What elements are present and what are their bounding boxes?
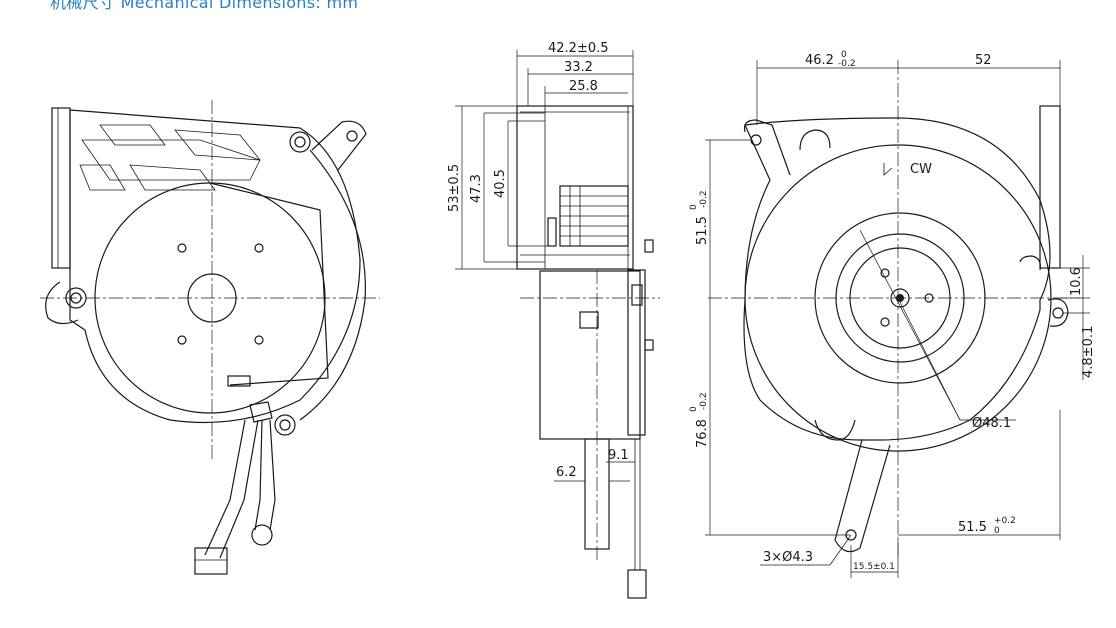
dim-bottom-hole-offset: 15.5±0.1: [853, 562, 895, 572]
dim-cable-offset: 6.2: [556, 465, 577, 480]
dim-mount-holes: 3×Ø4.3: [763, 550, 813, 565]
dim-upper-height-base: 51.5: [695, 216, 710, 245]
side-view-dimensions: [455, 50, 635, 482]
rotation-direction-label: CW: [910, 162, 932, 177]
rear-view: [40, 100, 380, 575]
dim-depth-body: 33.2: [564, 60, 593, 75]
dim-height-outlet-opening: 40.5: [493, 169, 508, 198]
dim-bottom-right-width-base: 51.5: [958, 520, 987, 535]
dim-lower-height-lower: -0.2: [699, 392, 709, 410]
dim-connector-offset: 9.1: [608, 448, 629, 463]
dim-top-left-width-lower: -0.2: [838, 59, 856, 69]
dim-top-right-width: 52: [975, 53, 992, 68]
dim-upper-height-upper: 0: [689, 204, 699, 210]
dim-bottom-right-width-lower: 0: [994, 526, 1000, 536]
dim-bottom-right-width-upper: +0.2: [994, 516, 1016, 526]
side-view: [516, 105, 660, 599]
dim-top-left-width-upper: 0: [841, 50, 847, 60]
dim-depth-overall: 42.2±0.5: [548, 41, 609, 56]
dim-depth-inner: 25.8: [569, 79, 598, 94]
dim-lower-height-upper: 0: [689, 406, 699, 412]
dim-rim-offset: 10.6: [1069, 267, 1084, 296]
dim-side-hole-offset: 4.8±0.1: [1081, 326, 1096, 378]
dim-fan-diameter: Ø48.1: [972, 416, 1011, 431]
dim-lower-height-base: 76.8: [695, 419, 710, 448]
front-view-dimensions: [705, 60, 1090, 578]
dim-height-outlet-inner: 47.3: [469, 174, 484, 203]
front-view: [708, 60, 1080, 560]
dim-height-outlet: 53±0.5: [447, 164, 462, 212]
dim-upper-height-lower: -0.2: [699, 190, 709, 208]
dim-top-left-width-base: 46.2: [805, 53, 834, 68]
page-title: 机械尺寸 Mechanical Dimensions: mm: [50, 0, 359, 12]
